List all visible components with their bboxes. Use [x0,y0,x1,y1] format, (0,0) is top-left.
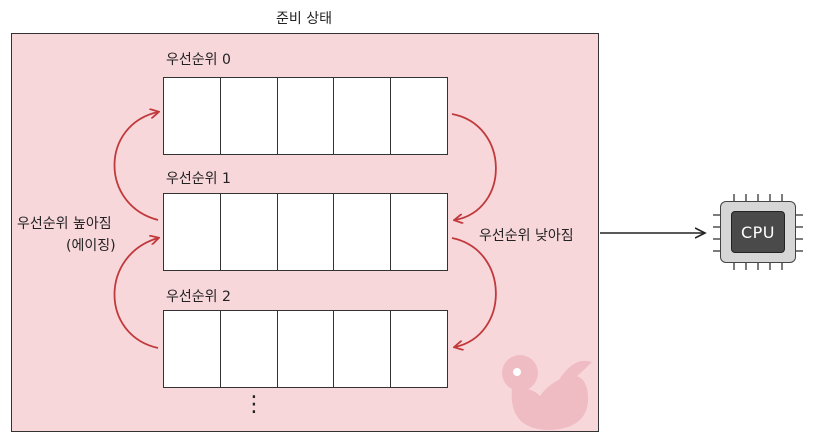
cpu-icon: CPU [712,193,804,271]
queue-cell [220,194,278,270]
queue-cell [277,311,335,387]
queue-cell [334,78,392,154]
queue-cell [164,311,221,387]
cpu-pins [713,194,803,270]
priority-queue-2 [163,310,448,388]
queue-cell [334,194,392,270]
queue-cell [334,311,392,387]
queue-cell [277,78,335,154]
queue-label-1: 우선순위 1 [166,171,231,187]
cpu-chip: CPU [720,201,796,263]
aging-arrow-lower [113,238,159,349]
queue-cell [220,78,278,154]
queue-cell [220,311,278,387]
queue-label-2: 우선순위 2 [166,289,231,305]
priority-queue-0 [163,77,448,155]
queue-cell [391,311,447,387]
lower-priority-label: 우선순위 낮아짐 [479,228,574,244]
queue-label-0: 우선순위 0 [166,52,231,68]
priority-queue-1 [163,193,448,271]
aging-arrow-upper [113,112,159,221]
aging-label: 우선순위 높아짐 [17,216,112,232]
queue-cell [277,194,335,270]
aging-sublabel: (에이징) [66,238,116,254]
cpu-core: CPU [731,211,785,253]
lower-arrow-upper [451,113,497,220]
diagram-title: 준비 상태 [276,11,332,27]
queue-cell [164,194,221,270]
cpu-label: CPU [740,222,776,242]
queue-cell [391,78,447,154]
lower-arrow-lower [451,237,497,347]
queue-cell [391,194,447,270]
queue-cell [164,78,221,154]
more-queues-ellipsis: ⋮ [243,392,265,417]
